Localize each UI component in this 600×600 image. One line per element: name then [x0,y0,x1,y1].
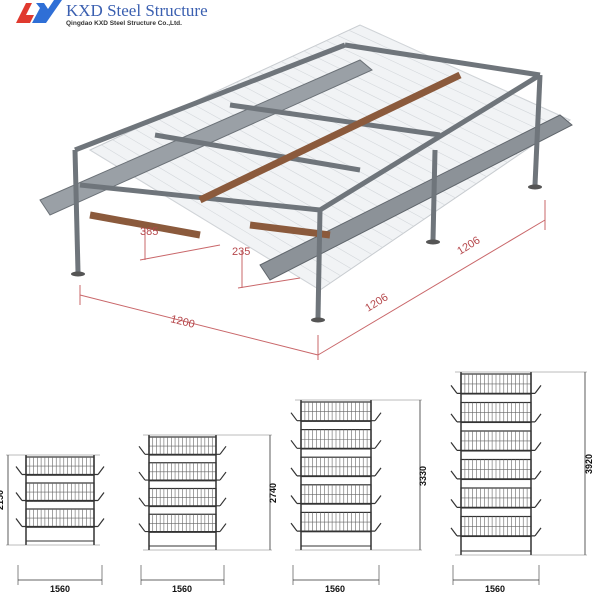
company-logo: KXD Steel Structure Qingdao KXD Steel St… [0,0,230,34]
brown-cross-beams [89,71,462,239]
perspective-cage-view: 1200 1206 1206 385 235 [39,24,573,360]
cage-tier [450,487,542,509]
width-label-2: 1560 [172,584,192,594]
cage-tier [290,456,382,478]
cage-tier [290,484,382,505]
dimension-lines [79,200,546,360]
cage-tier [450,430,542,452]
cage-tier [138,513,227,533]
elevation-3-tier [6,454,105,585]
height-label-4: 3920 [584,454,594,474]
elevation-6-tier [450,371,587,585]
cage-tier [290,511,382,533]
cage-tier [138,487,227,508]
elevation-4-tier [138,434,272,585]
feed-trough-right [259,114,573,281]
width-label-4: 1560 [485,584,505,594]
height-label-3: 3330 [418,466,428,486]
brand-name: KXD Steel Structure [66,1,208,20]
dim-tier-a: 385 [140,226,158,238]
frame [74,42,542,213]
legs [72,74,543,319]
cage-tier [15,456,105,476]
cage-tier [290,401,382,422]
cage-tier [15,508,105,528]
cage-tier [138,462,227,482]
cage-tier [450,458,542,481]
feet [71,184,542,323]
width-label-1: 1560 [50,584,70,594]
kxd-logo-icon [16,0,62,23]
cage-tier [450,401,542,424]
company-name: Qingdao KXD Steel Structure Co.,Ltd. [66,20,182,27]
cage-tier [450,373,542,395]
cage-tier [15,482,105,502]
cage-tier [290,429,382,450]
height-label-1: 2150 [0,490,5,510]
elevation-5-tier [290,399,422,585]
dim-width-rear: 1206 [455,234,482,257]
dim-tier-b: 235 [232,246,250,258]
elevation-views [6,371,587,585]
dim-width-front: 1206 [363,291,390,314]
cage-tier [138,436,227,456]
cage-tier [450,515,542,538]
width-label-3: 1560 [325,584,345,594]
height-label-2: 2740 [268,483,278,503]
dim-length: 1200 [169,313,196,331]
